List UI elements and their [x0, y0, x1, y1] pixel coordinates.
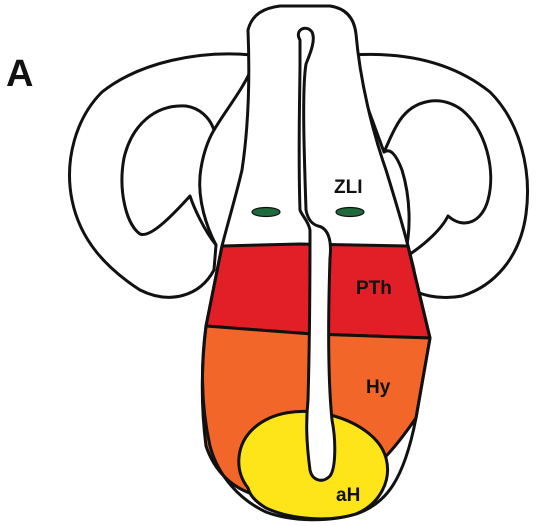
- label-pth: PTh: [356, 278, 392, 299]
- label-ah: aH: [336, 485, 360, 506]
- label-zli: ZLI: [334, 177, 363, 198]
- zli-mark-right: [336, 208, 364, 217]
- zli-mark-left: [252, 208, 280, 217]
- panel-label: A: [6, 53, 33, 95]
- label-hy: Hy: [366, 377, 391, 398]
